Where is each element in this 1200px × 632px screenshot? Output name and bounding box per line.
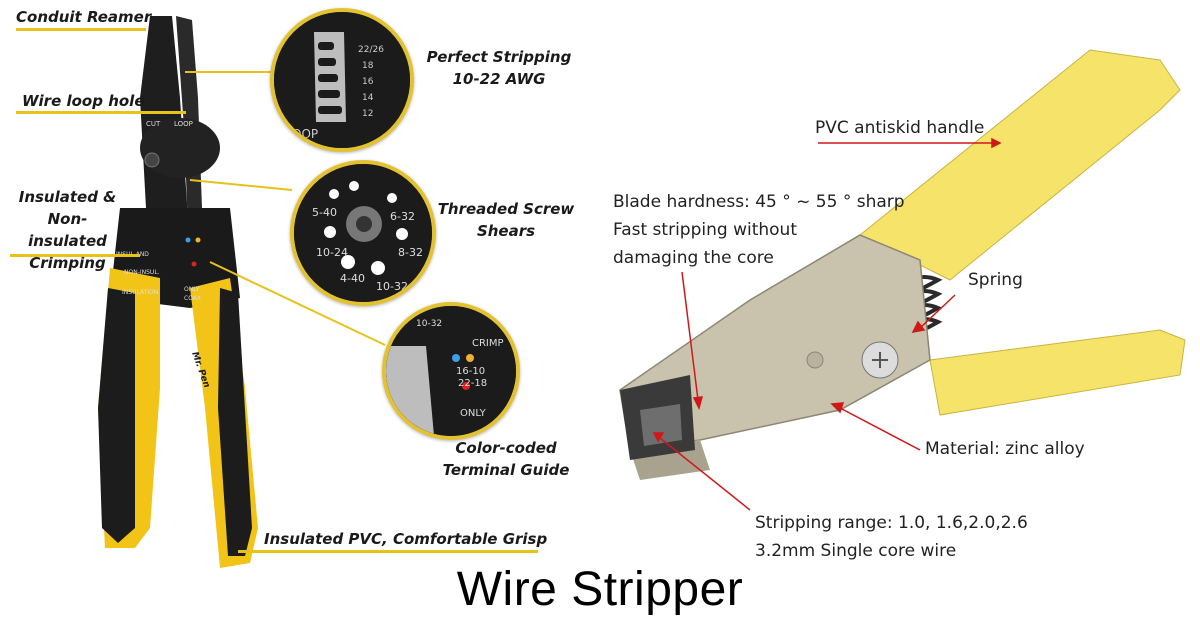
label-range-line2: 3.2mm Single core wire bbox=[755, 541, 957, 561]
label-wire-loop-hole: Wire loop hole bbox=[22, 92, 145, 110]
svg-text:6-32: 6-32 bbox=[390, 210, 415, 223]
callout-connectors bbox=[185, 71, 386, 346]
svg-text:14: 14 bbox=[362, 93, 374, 103]
label-crimping-line2: Non-insulated bbox=[28, 210, 107, 250]
svg-text:INSULATION: INSULATION bbox=[122, 289, 158, 296]
callout-threaded-line2: Shears bbox=[476, 222, 536, 240]
callout-perfect-stripping-line2: 10-22 AWG bbox=[452, 70, 546, 88]
svg-text:NON-INSUL.: NON-INSUL. bbox=[124, 269, 160, 276]
underline-comfort-grip bbox=[238, 550, 538, 553]
callout-threaded-line1: Threaded Screw bbox=[437, 200, 575, 218]
label-comfort-grip: Insulated PVC, Comfortable Grisp bbox=[264, 530, 548, 548]
svg-text:5-40: 5-40 bbox=[312, 206, 337, 219]
stripping-holes-detail: 22/26 18 16 14 12 OOP bbox=[274, 12, 410, 148]
svg-text:CUT: CUT bbox=[146, 120, 161, 128]
label-crimping-line3: Crimping bbox=[29, 254, 106, 272]
svg-text:18: 18 bbox=[362, 61, 374, 71]
label-blade-line3: damaging the core bbox=[613, 248, 774, 268]
svg-text:COAX: COAX bbox=[184, 295, 201, 302]
label-stripping-range: Stripping range: 1.0, 1.6,2.0,2.6 3.2mm … bbox=[755, 509, 1028, 565]
svg-text:16-10: 16-10 bbox=[456, 366, 485, 377]
annotation-arrows bbox=[652, 137, 1002, 511]
label-crimping: Insulated & Non-insulated Crimping bbox=[10, 186, 125, 274]
label-spring: Spring bbox=[968, 270, 1023, 290]
svg-text:10-32: 10-32 bbox=[376, 280, 408, 293]
zoom-circle-color-guide: 16-10 22-18 ONLY 10-32 CRIMP bbox=[382, 302, 520, 440]
svg-text:12: 12 bbox=[362, 109, 373, 119]
label-crimping-line1: Insulated & bbox=[18, 188, 117, 206]
threaded-holes-detail: 5-40 6-32 10-24 8-32 4-40 10-32 bbox=[294, 164, 432, 302]
callout-color-coded: Color-coded Terminal Guide bbox=[436, 437, 576, 481]
svg-text:CRIMP: CRIMP bbox=[472, 338, 504, 349]
underline-crimping bbox=[10, 254, 140, 257]
svg-text:ONLY: ONLY bbox=[460, 408, 487, 419]
label-blade-line2: Fast stripping without bbox=[613, 220, 797, 240]
svg-text:10-32: 10-32 bbox=[416, 319, 442, 329]
underline-wire-loop-hole bbox=[16, 111, 186, 114]
label-range-line1: Stripping range: 1.0, 1.6,2.0,2.6 bbox=[755, 513, 1028, 533]
callout-color-coded-line1: Color-coded bbox=[455, 439, 557, 457]
svg-text:10-24: 10-24 bbox=[316, 246, 348, 259]
callout-perfect-stripping: Perfect Stripping 10-22 AWG bbox=[424, 46, 574, 90]
svg-text:8-32: 8-32 bbox=[398, 246, 423, 259]
callout-perfect-stripping-line1: Perfect Stripping bbox=[426, 48, 572, 66]
page-title: Wire Stripper bbox=[456, 563, 744, 616]
color-guide-detail: 16-10 22-18 ONLY 10-32 CRIMP bbox=[386, 306, 516, 436]
svg-text:LOOP: LOOP bbox=[174, 120, 193, 128]
svg-text:4-40: 4-40 bbox=[340, 272, 365, 285]
svg-text:22-18: 22-18 bbox=[458, 378, 487, 389]
zoom-circle-stripping: 22/26 18 16 14 12 OOP bbox=[270, 8, 414, 152]
left-stripper-illustration: CUT LOOP INSUL.AND NON-INSUL. INSULATION… bbox=[98, 16, 258, 568]
label-blade-hardness: Blade hardness: 45 ° ~ 55 ° sharp Fast s… bbox=[613, 188, 905, 272]
zoom-circle-threaded: 5-40 6-32 10-24 8-32 4-40 10-32 bbox=[290, 160, 436, 306]
svg-text:16: 16 bbox=[362, 77, 374, 87]
callout-threaded-screw: Threaded Screw Shears bbox=[436, 198, 576, 242]
svg-text:ONLY: ONLY bbox=[184, 286, 200, 293]
label-pvc-handle: PVC antiskid handle bbox=[815, 118, 985, 138]
label-conduit-reamer: Conduit Reamer bbox=[16, 8, 152, 26]
label-material: Material: zinc alloy bbox=[925, 439, 1085, 459]
label-blade-line1: Blade hardness: 45 ° ~ 55 ° sharp bbox=[613, 192, 905, 212]
callout-color-coded-line2: Terminal Guide bbox=[442, 461, 570, 479]
underline-conduit-reamer bbox=[16, 28, 146, 31]
svg-text:22/26: 22/26 bbox=[358, 45, 384, 55]
